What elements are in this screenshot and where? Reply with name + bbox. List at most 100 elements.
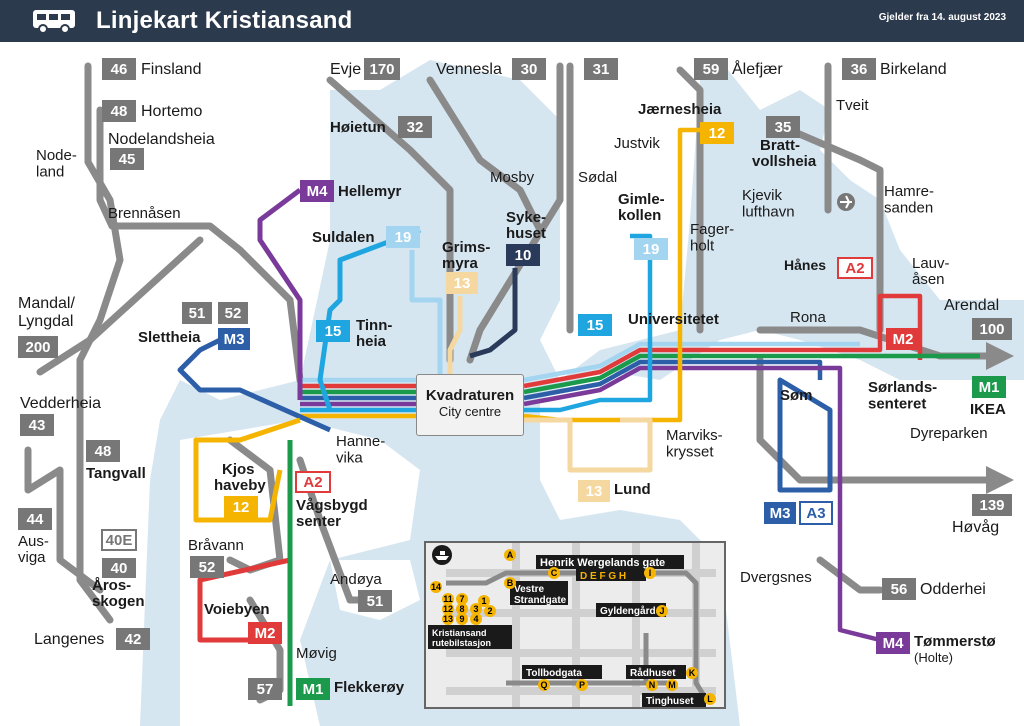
svg-text:Kjos: Kjos bbox=[222, 461, 255, 478]
label-fagerholt: Fager-holt bbox=[690, 221, 734, 255]
tag-51: 51 Andøya bbox=[330, 571, 392, 612]
svg-text:12: 12 bbox=[443, 604, 453, 614]
svg-text:4: 4 bbox=[473, 614, 478, 624]
svg-text:40: 40 bbox=[111, 560, 128, 577]
tag-m4-bottom: M4 Tømmerstø bbox=[876, 632, 997, 654]
svg-text:A3: A3 bbox=[806, 505, 825, 522]
svg-text:1: 1 bbox=[481, 596, 486, 606]
svg-text:Flekkerøy: Flekkerøy bbox=[334, 679, 405, 696]
svg-text:M3: M3 bbox=[224, 331, 245, 348]
label-mosby: Mosby bbox=[490, 169, 535, 186]
svg-text:Tinn-: Tinn- bbox=[356, 317, 392, 334]
svg-text:Vestre: Vestre bbox=[514, 584, 544, 595]
header-bar: Linjekart Kristiansand Gjelder fra 14. a… bbox=[0, 0, 1024, 42]
label-hamresanden: Hamre-sanden bbox=[884, 183, 934, 217]
city-centre-name: Kvadraturen bbox=[425, 387, 515, 404]
svg-text:Bratt-: Bratt- bbox=[760, 137, 800, 154]
svg-text:7: 7 bbox=[459, 594, 464, 604]
inset-platforms: 14 11 7 1 12 8 3 2 13 9 4 bbox=[430, 581, 496, 625]
svg-text:15: 15 bbox=[325, 323, 342, 340]
tag-15-left: 15 Tinn-heia bbox=[316, 317, 392, 350]
svg-text:I: I bbox=[649, 568, 652, 578]
svg-text:Nodelandsheia: Nodelandsheia bbox=[108, 131, 215, 148]
svg-text:Grims-: Grims- bbox=[442, 239, 490, 256]
label-rona: Rona bbox=[790, 309, 827, 326]
svg-text:M3: M3 bbox=[770, 505, 791, 522]
svg-text:Andøya: Andøya bbox=[330, 571, 382, 588]
city-centre-box: Kvadraturen City centre bbox=[416, 374, 524, 436]
svg-text:Syke-: Syke- bbox=[506, 209, 546, 226]
svg-text:30: 30 bbox=[521, 61, 538, 78]
svg-text:Gyldengården: Gyldengården bbox=[600, 605, 667, 617]
svg-text:Strandgate: Strandgate bbox=[514, 595, 567, 606]
svg-text:8: 8 bbox=[459, 604, 464, 614]
svg-text:19: 19 bbox=[643, 241, 660, 258]
label-hannevika: Hanne-vika bbox=[336, 433, 385, 467]
svg-text:Vågsbygd: Vågsbygd bbox=[296, 497, 368, 514]
label-brennasen: Brennåsen bbox=[108, 205, 181, 222]
svg-text:Tømmerstø: Tømmerstø bbox=[914, 633, 997, 650]
svg-text:Tangvall: Tangvall bbox=[86, 465, 146, 482]
inset-stop-letters: A B C I J K N M L Q P bbox=[504, 549, 716, 705]
svg-text:M4: M4 bbox=[883, 635, 904, 652]
svg-text:100: 100 bbox=[979, 321, 1004, 338]
svg-text:44: 44 bbox=[27, 511, 44, 528]
tag-40e: 40E bbox=[101, 529, 137, 551]
svg-text:A2: A2 bbox=[303, 474, 322, 491]
svg-text:skogen: skogen bbox=[92, 593, 145, 610]
svg-text:Bråvann: Bråvann bbox=[188, 537, 244, 554]
svg-text:15: 15 bbox=[587, 317, 604, 334]
svg-text:heia: heia bbox=[356, 333, 387, 350]
bus-icon bbox=[33, 10, 75, 34]
svg-text:Lyngdal: Lyngdal bbox=[18, 313, 73, 330]
label-marvikskrysset: Marviks-krysset bbox=[666, 427, 723, 461]
svg-text:A: A bbox=[507, 550, 514, 560]
inset-street-henrik: Henrik Wergelands gate bbox=[540, 557, 665, 569]
svg-text:31: 31 bbox=[593, 61, 610, 78]
svg-text:139: 139 bbox=[979, 497, 1004, 514]
svg-text:32: 32 bbox=[407, 119, 424, 136]
svg-text:57: 57 bbox=[257, 681, 274, 698]
svg-text:Vedderheia: Vedderheia bbox=[20, 395, 101, 412]
svg-text:200: 200 bbox=[25, 339, 50, 356]
svg-text:13: 13 bbox=[443, 614, 453, 624]
svg-text:J: J bbox=[659, 606, 664, 616]
svg-text:M2: M2 bbox=[255, 625, 276, 642]
svg-text:12: 12 bbox=[709, 125, 726, 142]
svg-text:Q: Q bbox=[540, 680, 547, 690]
svg-text:13: 13 bbox=[454, 275, 471, 292]
svg-text:48: 48 bbox=[111, 103, 128, 120]
svg-text:Suldalen: Suldalen bbox=[312, 229, 375, 246]
label-holte: (Holte) bbox=[914, 650, 953, 665]
svg-text:Rådhuset: Rådhuset bbox=[630, 667, 676, 679]
svg-text:13: 13 bbox=[586, 483, 603, 500]
svg-text:Evje: Evje bbox=[330, 61, 361, 78]
svg-text:P: P bbox=[579, 680, 585, 690]
svg-text:Søm: Søm bbox=[780, 387, 813, 404]
svg-text:52: 52 bbox=[225, 305, 242, 322]
svg-text:A2: A2 bbox=[845, 260, 864, 277]
svg-text:L: L bbox=[707, 694, 713, 704]
svg-text:51: 51 bbox=[367, 593, 384, 610]
